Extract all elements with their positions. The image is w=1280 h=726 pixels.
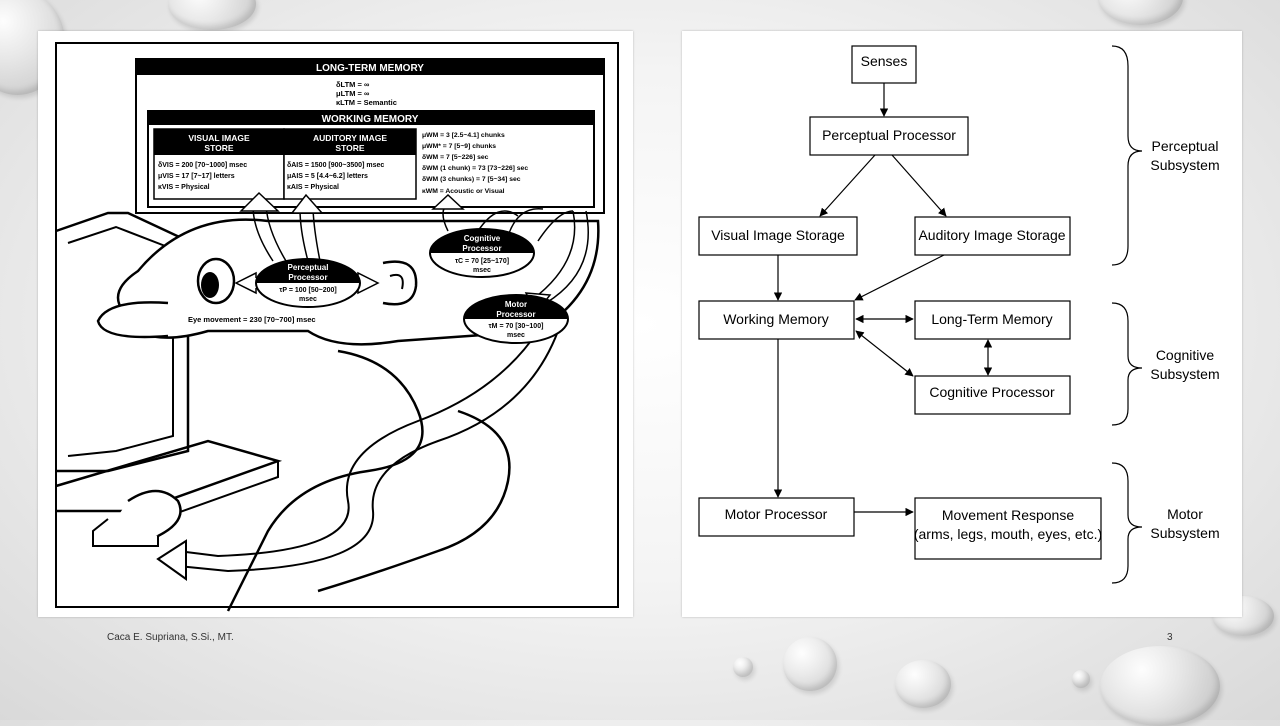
- long-term-memory-node: [914, 300, 1071, 340]
- working-memory-label: Working Memory: [723, 311, 829, 327]
- movement-response-label: Movement Response: [942, 507, 1075, 523]
- motor-subsystem-label: Subsystem: [1150, 525, 1219, 541]
- footer-author: Caca E. Supriana, S.Si., MT.: [107, 632, 234, 643]
- footer-page-number: 3: [1167, 632, 1173, 643]
- cognitive-processor-label: Cognitive Processor: [929, 384, 1055, 400]
- cognitive-label: Cognitive: [464, 234, 501, 243]
- cognitive-subsystem-label: Subsystem: [1150, 366, 1219, 382]
- perceptual-param: msec: [299, 296, 317, 303]
- motor-processor-node: [698, 497, 855, 537]
- model-human-processor-diagram: Senses Perceptual Processor Visual Image…: [682, 31, 1242, 617]
- vis-title-line: VISUAL IMAGE: [188, 133, 250, 143]
- vis-param: κVIS = Physical: [158, 184, 210, 191]
- water-drop-decoration: [895, 660, 951, 708]
- ltm-title: LONG-TERM MEMORY: [316, 63, 424, 74]
- eye-movement-label: Eye movement = 230 [70~700] msec: [188, 315, 316, 324]
- ais-title-line: AUDITORY IMAGE: [313, 133, 387, 143]
- water-drop-decoration: [168, 0, 256, 30]
- wm-param: μWM = 3 [2.5~4.1] chunks: [422, 132, 505, 139]
- long-term-memory-label: Long-Term Memory: [931, 311, 1052, 327]
- arrow-to-hand-icon: [156, 539, 187, 581]
- cognitive-processor-node: [914, 375, 1071, 415]
- ltm-param: μLTM = ∞: [336, 89, 369, 98]
- movement-response-node: [914, 497, 1102, 560]
- arrow-up-icon: [431, 193, 465, 210]
- motor-brace: [1111, 462, 1143, 584]
- perceptual-brace: [1111, 45, 1143, 266]
- perceptual-param: τP = 100 [50~200]: [279, 287, 336, 294]
- ltm-param: κLTM = Semantic: [336, 98, 397, 107]
- auditory-image-storage-label: Auditory Image Storage: [918, 227, 1065, 243]
- vis-param: δVIS = 200 [70~1000] msec: [158, 162, 247, 169]
- ais-param: κAIS = Physical: [287, 184, 339, 191]
- cognitive-param: τC = 70 [25~170]: [455, 258, 509, 265]
- cognitive-label: Processor: [462, 244, 501, 253]
- perceptual-processor-node: [809, 116, 969, 156]
- ais-param: δAIS = 1500 [900~3500] msec: [287, 162, 384, 169]
- cognitive-subsystem-label: Cognitive: [1156, 347, 1215, 363]
- ltm-param: δLTM = ∞: [336, 80, 369, 89]
- senses-label: Senses: [861, 53, 908, 69]
- auditory-image-storage-node: [914, 216, 1071, 256]
- perceptual-subsystem-label: Perceptual: [1152, 138, 1219, 154]
- vis-title-line: STORE: [204, 143, 233, 153]
- perceptual-subsystem-label: Subsystem: [1150, 157, 1219, 173]
- ais-title-line: STORE: [335, 143, 364, 153]
- wm-param: δWM (1 chunk) = 73 [73~226] sec: [422, 165, 528, 172]
- illustration-svg: LONG-TERM MEMORY δLTM = ∞ μLTM = ∞ κLTM …: [55, 42, 619, 612]
- edge-working-cognitive: [855, 330, 914, 377]
- water-drop-decoration: [783, 637, 837, 691]
- wm-param: δWM (3 chunks) = 7 [5~34] sec: [422, 176, 521, 183]
- edge-perceptual-visual: [819, 154, 876, 217]
- vis-param: μVIS = 17 [7~17] letters: [158, 173, 235, 180]
- arrow-up-icon: [290, 193, 324, 214]
- edge-auditory-working: [854, 254, 945, 301]
- ear-illustration: [382, 260, 418, 306]
- motor-label: Processor: [496, 310, 535, 319]
- edge-perceptual-auditory: [891, 154, 947, 217]
- model-human-processor-illustration: LONG-TERM MEMORY δLTM = ∞ μLTM = ∞ κLTM …: [38, 31, 633, 617]
- motor-param: τM = 70 [30~100]: [489, 323, 544, 330]
- cognitive-brace: [1111, 302, 1143, 426]
- arrow-up-icon: [239, 191, 280, 212]
- motor-processor-label: Motor Processor: [725, 506, 828, 522]
- perceptual-label: Perceptual: [288, 263, 329, 272]
- perceptual-label: Processor: [288, 273, 327, 282]
- motor-param: msec: [507, 332, 525, 339]
- working-memory-node: [698, 300, 855, 340]
- water-drop-decoration: [1072, 670, 1090, 688]
- wm-param: δWM = 7 [5~226] sec: [422, 154, 489, 161]
- movement-response-detail: (arms, legs, mouth, eyes, etc.): [914, 526, 1102, 542]
- wm-title: WORKING MEMORY: [322, 114, 419, 125]
- water-drop-decoration: [733, 657, 753, 677]
- visual-image-storage-label: Visual Image Storage: [711, 227, 845, 243]
- wm-param: κWM = Acoustic or Visual: [422, 188, 505, 195]
- diagram-svg: Senses Perceptual Processor Visual Image…: [698, 45, 1220, 584]
- motor-label: Motor: [505, 300, 527, 309]
- wm-param: μWM* = 7 [5~9] chunks: [422, 143, 496, 150]
- perceptual-processor-label: Perceptual Processor: [822, 127, 956, 143]
- water-drop-decoration: [1098, 0, 1183, 25]
- motor-subsystem-label: Motor: [1167, 506, 1203, 522]
- water-drop-decoration: [1100, 646, 1220, 726]
- cognitive-param: msec: [473, 267, 491, 274]
- ais-param: μAIS = 5 [4.4~6.2] letters: [287, 173, 368, 180]
